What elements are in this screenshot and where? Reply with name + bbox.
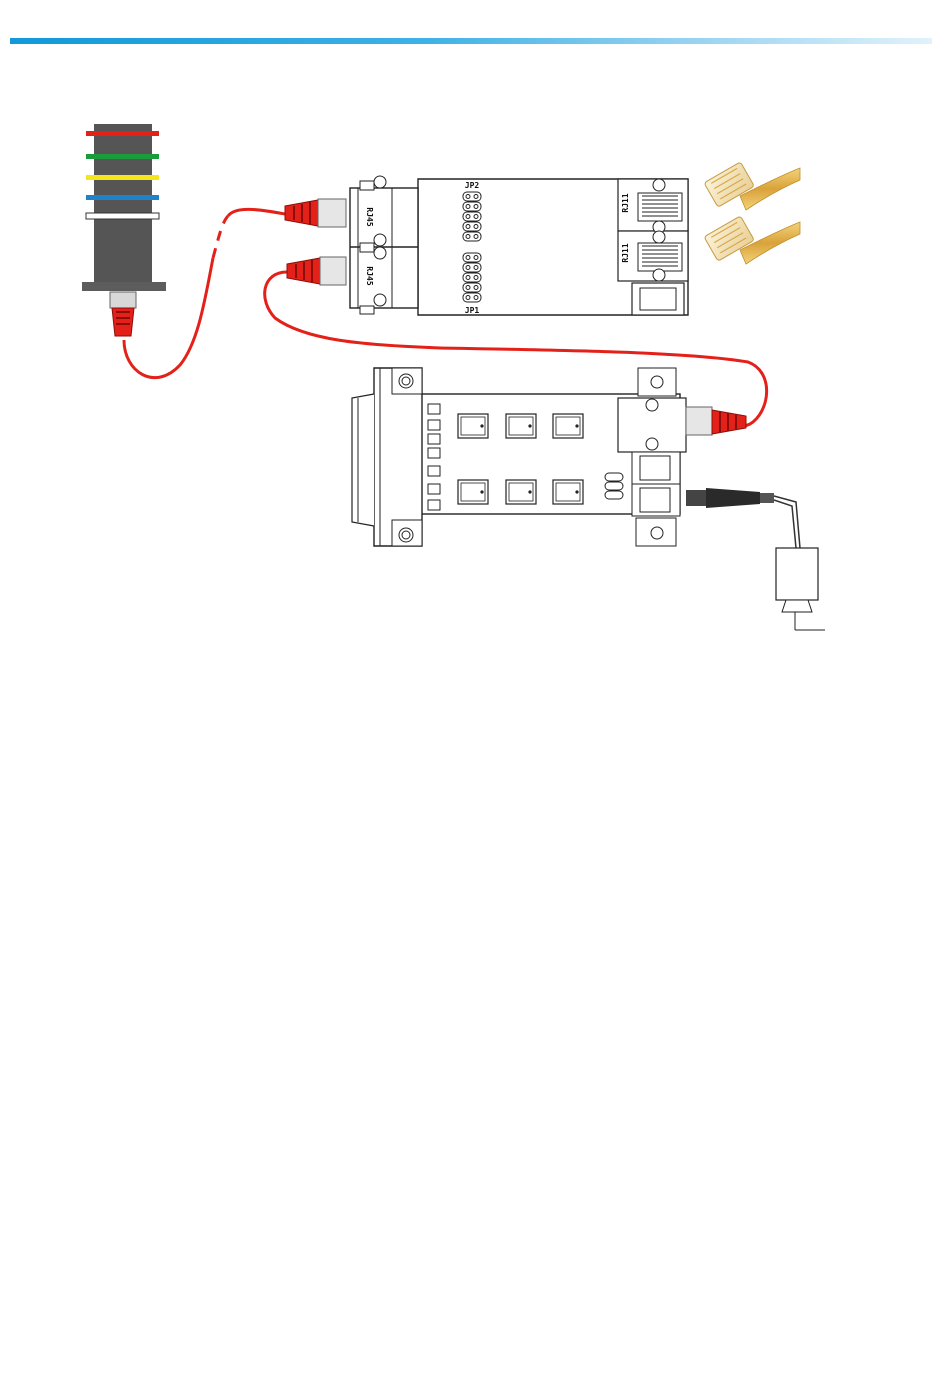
tower-base <box>82 282 166 291</box>
jumper-pin <box>463 283 481 292</box>
led-indicator <box>428 420 440 430</box>
relay-chip <box>458 480 488 504</box>
jumper-pin <box>463 212 481 221</box>
relay-chip <box>506 414 536 438</box>
jumper-pin <box>463 253 481 262</box>
light-tower <box>82 124 166 291</box>
led-indicator <box>428 484 440 494</box>
controller-board <box>352 368 686 546</box>
jumper-pin <box>463 192 481 201</box>
relay-chip <box>458 414 488 438</box>
rj45-plug-bottom <box>287 257 346 285</box>
jumper-pin <box>463 293 481 302</box>
jumper-pin <box>463 273 481 282</box>
led-indicator <box>428 448 440 458</box>
jumper-label-jp1: JP1 <box>465 306 480 315</box>
interface-board: RJ45 RJ45 JP2 JP1 RJ11 RJ11 <box>350 176 688 315</box>
port-label-rj45-top: RJ45 <box>365 207 374 226</box>
port-label-rj45-bottom: RJ45 <box>365 266 374 285</box>
relay-chip <box>506 480 536 504</box>
dc-power-plug <box>686 488 800 548</box>
led-indicator <box>428 434 440 444</box>
tower-body <box>94 124 152 282</box>
tower-lamp-blue <box>86 195 159 200</box>
tower-lamp-yellow <box>86 175 159 180</box>
tower-rj45-plug <box>110 292 136 336</box>
power-adapter <box>776 548 825 630</box>
relay-chip <box>553 414 583 438</box>
jumper-jp2 <box>463 192 481 241</box>
tower-lamp-red <box>86 131 159 136</box>
coil-component <box>605 473 623 499</box>
phone-cable-top <box>704 162 800 210</box>
jumper-jp1 <box>463 253 481 302</box>
jumper-pin <box>463 202 481 211</box>
port-label-rj11-bottom: RJ11 <box>621 243 630 262</box>
tower-lamp-green <box>86 154 159 159</box>
led-indicator <box>428 466 440 476</box>
db25-connector <box>374 368 422 546</box>
jumper-pin <box>463 222 481 231</box>
jumper-label-jp2: JP2 <box>465 181 480 190</box>
tower-white-band <box>86 213 159 219</box>
relay-chip <box>553 480 583 504</box>
jumper-pin <box>463 263 481 272</box>
jumper-pin <box>463 232 481 241</box>
rj45-plug-top <box>285 199 346 227</box>
led-indicator <box>428 500 440 510</box>
led-indicator <box>428 404 440 414</box>
port-label-rj11-top: RJ11 <box>621 193 630 212</box>
phone-cable-bottom <box>704 216 800 264</box>
rj45-plug-controller <box>686 407 746 435</box>
